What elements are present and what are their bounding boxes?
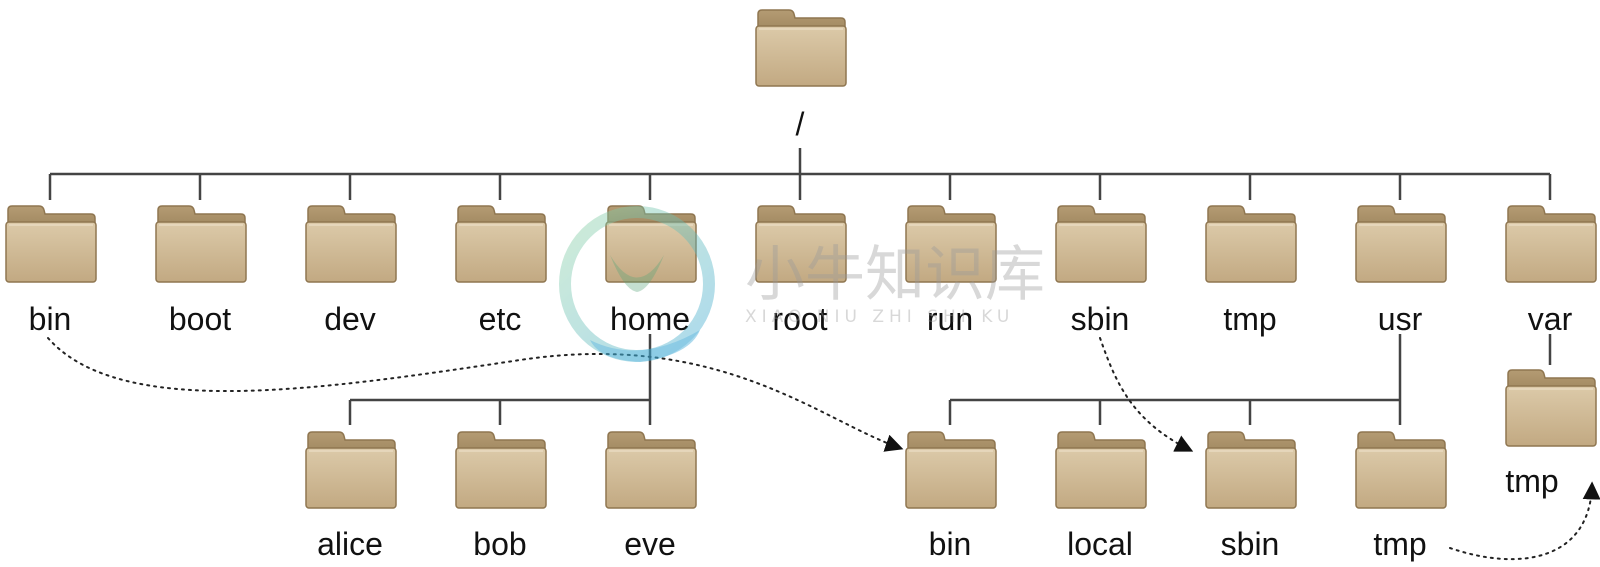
folder-label-tmp: tmp bbox=[1223, 301, 1276, 337]
folder-label-var: var bbox=[1528, 301, 1573, 337]
folder-node-alice[interactable] bbox=[305, 431, 397, 509]
folder-node-etc[interactable] bbox=[455, 205, 547, 283]
folder-label-eve: eve bbox=[624, 526, 676, 562]
folder-node-sbin[interactable] bbox=[1055, 205, 1147, 283]
folder-icon bbox=[905, 431, 997, 509]
folder-node-var-tmp[interactable] bbox=[1505, 369, 1597, 447]
folder-node-bin[interactable] bbox=[5, 205, 97, 283]
folder-node-var[interactable] bbox=[1505, 205, 1597, 283]
folder-icon bbox=[305, 205, 397, 283]
folder-icon bbox=[1205, 205, 1297, 283]
folder-node-usr-tmp[interactable] bbox=[1355, 431, 1447, 509]
folder-icon bbox=[755, 9, 847, 87]
folder-node-usr-local[interactable] bbox=[1055, 431, 1147, 509]
folder-icon bbox=[905, 205, 997, 283]
root-dir-label: / bbox=[796, 106, 805, 142]
folder-icon bbox=[1055, 431, 1147, 509]
folder-node-boot[interactable] bbox=[155, 205, 247, 283]
folder-node-usr-bin[interactable] bbox=[905, 431, 997, 509]
folder-label-usr-bin: bin bbox=[929, 526, 972, 562]
folder-label-boot: boot bbox=[169, 301, 231, 337]
folder-label-etc: etc bbox=[479, 301, 522, 337]
link-arrow-sbin-to-usr-sbin bbox=[1099, 337, 1194, 452]
folder-icon bbox=[1355, 431, 1447, 509]
symlink-arrows bbox=[47, 337, 1600, 561]
watermark-logo bbox=[559, 206, 715, 362]
folder-label-alice: alice bbox=[317, 526, 383, 562]
folder-label-usr-local: local bbox=[1067, 526, 1133, 562]
folder-label-root: root bbox=[772, 301, 827, 337]
folder-label-usr-tmp: tmp bbox=[1373, 526, 1426, 562]
folder-icon bbox=[5, 205, 97, 283]
folder-label-run: run bbox=[927, 301, 973, 337]
folder-icon bbox=[155, 205, 247, 283]
folder-icon bbox=[455, 431, 547, 509]
folder-icon bbox=[455, 205, 547, 283]
folder-icon bbox=[605, 431, 697, 509]
folder-label-usr: usr bbox=[1378, 301, 1423, 337]
folder-icon bbox=[1055, 205, 1147, 283]
folder-node-usr-sbin[interactable] bbox=[1205, 431, 1297, 509]
folder-icon bbox=[1505, 369, 1597, 447]
folder-icon bbox=[305, 431, 397, 509]
watermark: 小牛知识库 XIAO NIU ZHI SHI KU bbox=[559, 206, 1045, 362]
folder-node-tmp[interactable] bbox=[1205, 205, 1297, 283]
tree-nodes: / bin boot bbox=[5, 9, 1597, 562]
folder-node-dev[interactable] bbox=[305, 205, 397, 283]
watermark-subtitle: XIAO NIU ZHI SHI KU bbox=[745, 307, 1014, 327]
folder-label-sbin: sbin bbox=[1071, 301, 1130, 337]
folder-node-root-dir[interactable] bbox=[755, 9, 847, 87]
folder-label-var-tmp: tmp bbox=[1505, 463, 1558, 499]
link-arrow-bin-to-usr-bin bbox=[47, 337, 904, 452]
folder-node-run[interactable] bbox=[905, 205, 997, 283]
folder-icon bbox=[1205, 431, 1297, 509]
folder-node-root[interactable] bbox=[755, 205, 847, 283]
folder-label-home: home bbox=[610, 301, 690, 337]
folder-icon bbox=[1505, 205, 1597, 283]
folder-label-dev: dev bbox=[324, 301, 376, 337]
folder-icon bbox=[755, 205, 847, 283]
folder-label-bob: bob bbox=[473, 526, 526, 562]
watermark-title: 小牛知识库 bbox=[745, 240, 1045, 310]
folder-label-bin: bin bbox=[29, 301, 72, 337]
folder-label-usr-sbin: sbin bbox=[1221, 526, 1280, 562]
folder-node-usr[interactable] bbox=[1355, 205, 1447, 283]
folder-icon bbox=[1355, 205, 1447, 283]
link-arrow-usr-tmp-to-var-tmp bbox=[1449, 481, 1600, 561]
folder-node-eve[interactable] bbox=[605, 431, 697, 509]
folder-node-bob[interactable] bbox=[455, 431, 547, 509]
tree-lines bbox=[48, 148, 1552, 425]
